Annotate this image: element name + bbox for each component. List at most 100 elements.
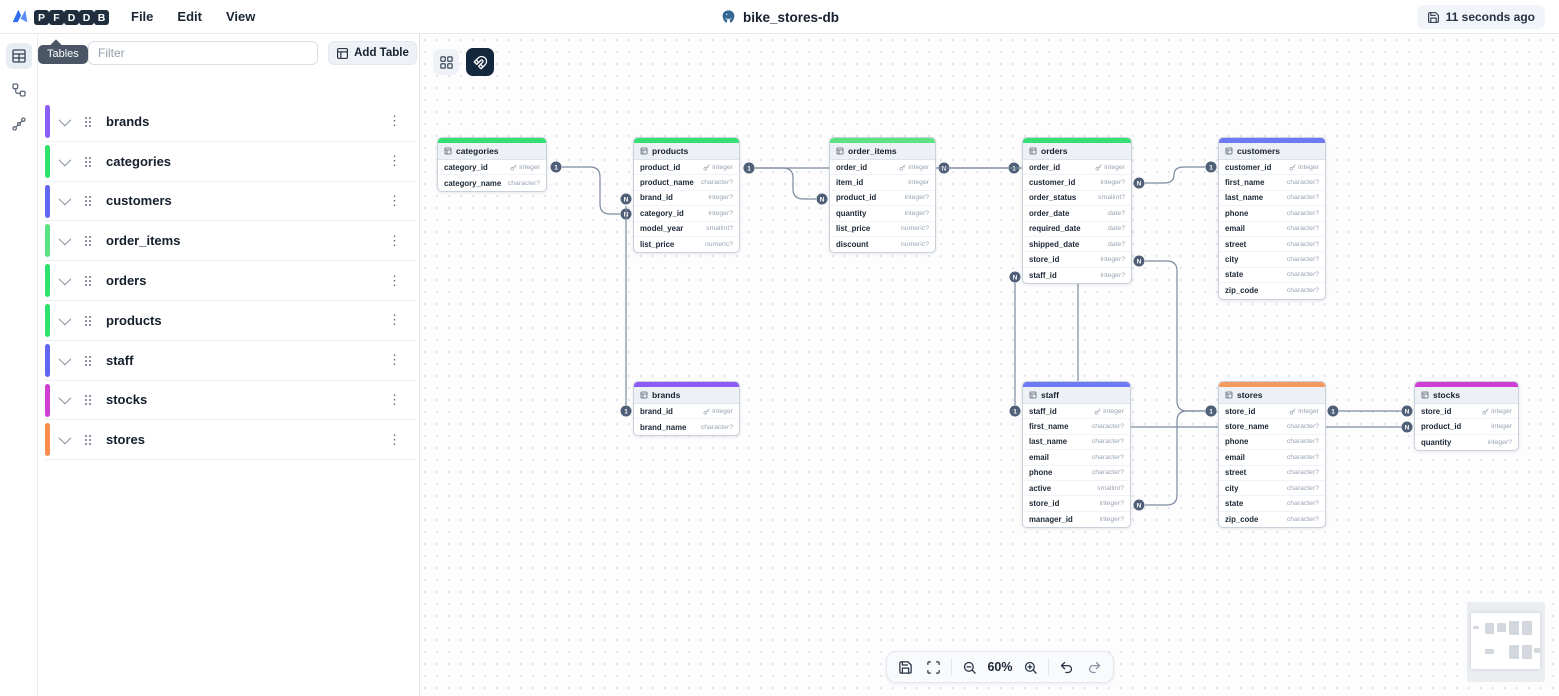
chevron-down-icon[interactable]: [58, 193, 72, 206]
drag-handle-icon[interactable]: [84, 155, 91, 167]
table-header[interactable]: orders: [1023, 143, 1131, 160]
diagram-canvas[interactable]: [419, 34, 1559, 696]
minimap[interactable]: [1467, 602, 1545, 682]
sidebar-table-stocks[interactable]: stocks⋮: [45, 380, 417, 421]
add-table-button[interactable]: Add Table: [328, 41, 417, 65]
save-button[interactable]: [892, 655, 919, 679]
drag-handle-icon[interactable]: [84, 394, 91, 406]
chevron-down-icon[interactable]: [58, 352, 72, 366]
drag-handle-icon[interactable]: [84, 235, 91, 247]
table-header[interactable]: stores: [1219, 387, 1325, 404]
table-menu-icon[interactable]: ⋮: [388, 153, 401, 169]
snap-magnet-button[interactable]: [466, 48, 494, 76]
table-menu-icon[interactable]: ⋮: [388, 391, 401, 407]
chevron-down-icon[interactable]: [58, 153, 72, 167]
filter-input[interactable]: [88, 41, 318, 65]
sidebar-table-customers[interactable]: customers⋮: [45, 181, 417, 222]
drag-handle-icon[interactable]: [84, 275, 91, 287]
document-title[interactable]: bike_stores-db: [720, 0, 839, 34]
relationships-tab-button[interactable]: [6, 77, 32, 103]
drag-handle-icon[interactable]: [84, 195, 91, 207]
drag-handle-icon[interactable]: [84, 434, 91, 446]
dependencies-tab-button[interactable]: [6, 111, 32, 137]
zoom-level[interactable]: 60%: [987, 660, 1013, 674]
chevron-down-icon[interactable]: [58, 113, 72, 127]
save-status-badge[interactable]: 11 seconds ago: [1416, 5, 1545, 29]
table-menu-icon[interactable]: ⋮: [388, 272, 401, 288]
tables-tab-button[interactable]: [5, 43, 32, 69]
table-menu-icon[interactable]: ⋮: [388, 192, 401, 208]
sidebar-table-products[interactable]: products⋮: [45, 300, 417, 341]
table-header[interactable]: customers: [1219, 143, 1325, 160]
table-menu-icon[interactable]: ⋮: [388, 113, 401, 129]
redo-button[interactable]: [1081, 655, 1108, 679]
table-header[interactable]: categories: [438, 143, 546, 160]
chevron-down-icon[interactable]: [58, 312, 72, 326]
menu-file[interactable]: File: [131, 9, 154, 24]
menu-view[interactable]: View: [225, 9, 256, 24]
table-header[interactable]: brands: [634, 387, 739, 404]
sidebar-table-orders[interactable]: orders⋮: [45, 261, 417, 301]
sidebar-table-order_items[interactable]: order_items⋮: [45, 221, 417, 262]
table-menu-icon[interactable]: ⋮: [388, 312, 401, 328]
layout-grid-button[interactable]: [433, 49, 459, 75]
drag-handle-icon[interactable]: [84, 115, 91, 127]
chevron-down-icon[interactable]: [58, 233, 72, 246]
table-header[interactable]: products: [634, 143, 739, 160]
chevron-down-icon[interactable]: [58, 272, 72, 286]
table-menu-icon[interactable]: ⋮: [388, 431, 401, 447]
zoom-in-button[interactable]: [1017, 655, 1044, 679]
